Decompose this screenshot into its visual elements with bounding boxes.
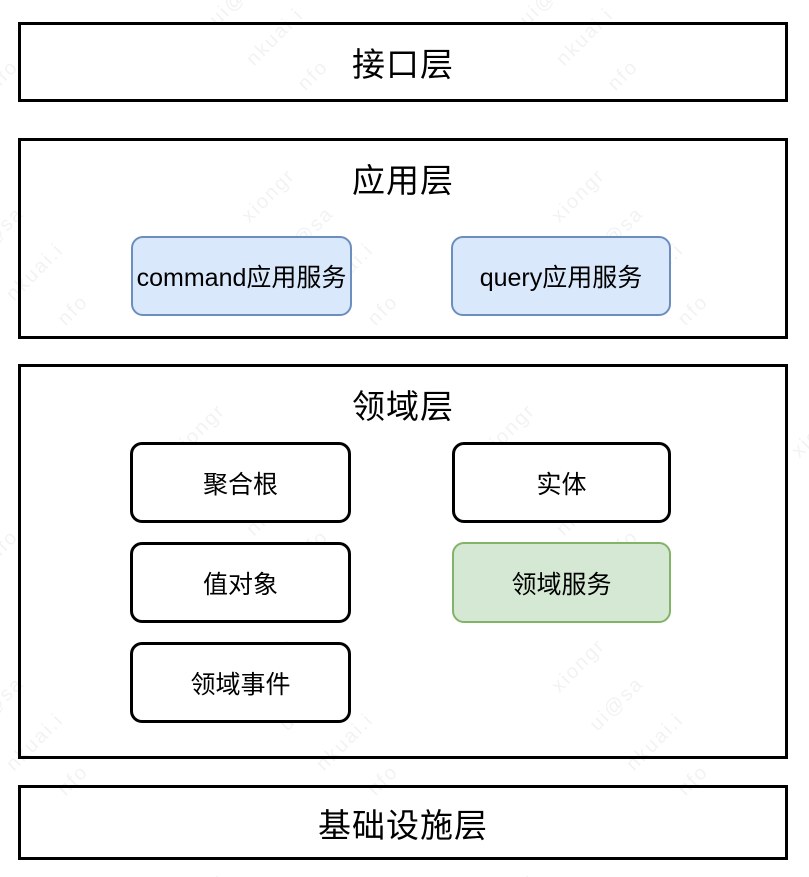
node-domain-service: 领域服务 (452, 542, 671, 623)
node-entity: 实体 (452, 442, 671, 523)
layer-application-title: 应用层 (352, 162, 454, 199)
layer-domain: 领域层 聚合根 实体 值对象 领域服务 领域事件 (18, 364, 788, 759)
node-command-app-service: command应用服务 (131, 236, 352, 316)
node-value-object: 值对象 (130, 542, 351, 623)
node-domain-service-label: 领域服务 (511, 570, 612, 599)
layer-infrastructure-title: 基础设施层 (318, 806, 488, 844)
node-value-object-label: 值对象 (202, 570, 278, 599)
layer-domain-title: 领域层 (352, 388, 454, 425)
node-entity-label: 实体 (536, 470, 587, 499)
node-domain-event: 领域事件 (130, 642, 351, 723)
node-domain-event-label: 领域事件 (190, 670, 291, 699)
node-query-app-service-label: query应用服务 (479, 264, 643, 292)
layer-interface-title: 接口层 (352, 46, 454, 83)
node-query-app-service: query应用服务 (451, 236, 671, 316)
layer-application: 应用层 command应用服务 query应用服务 (18, 138, 788, 339)
node-command-app-service-label: command应用服务 (136, 264, 347, 292)
layer-infrastructure: 基础设施层 (18, 785, 788, 860)
node-aggregate-root: 聚合根 (130, 442, 351, 523)
node-aggregate-root-label: 聚合根 (202, 470, 278, 499)
layer-interface: 接口层 (18, 22, 788, 102)
